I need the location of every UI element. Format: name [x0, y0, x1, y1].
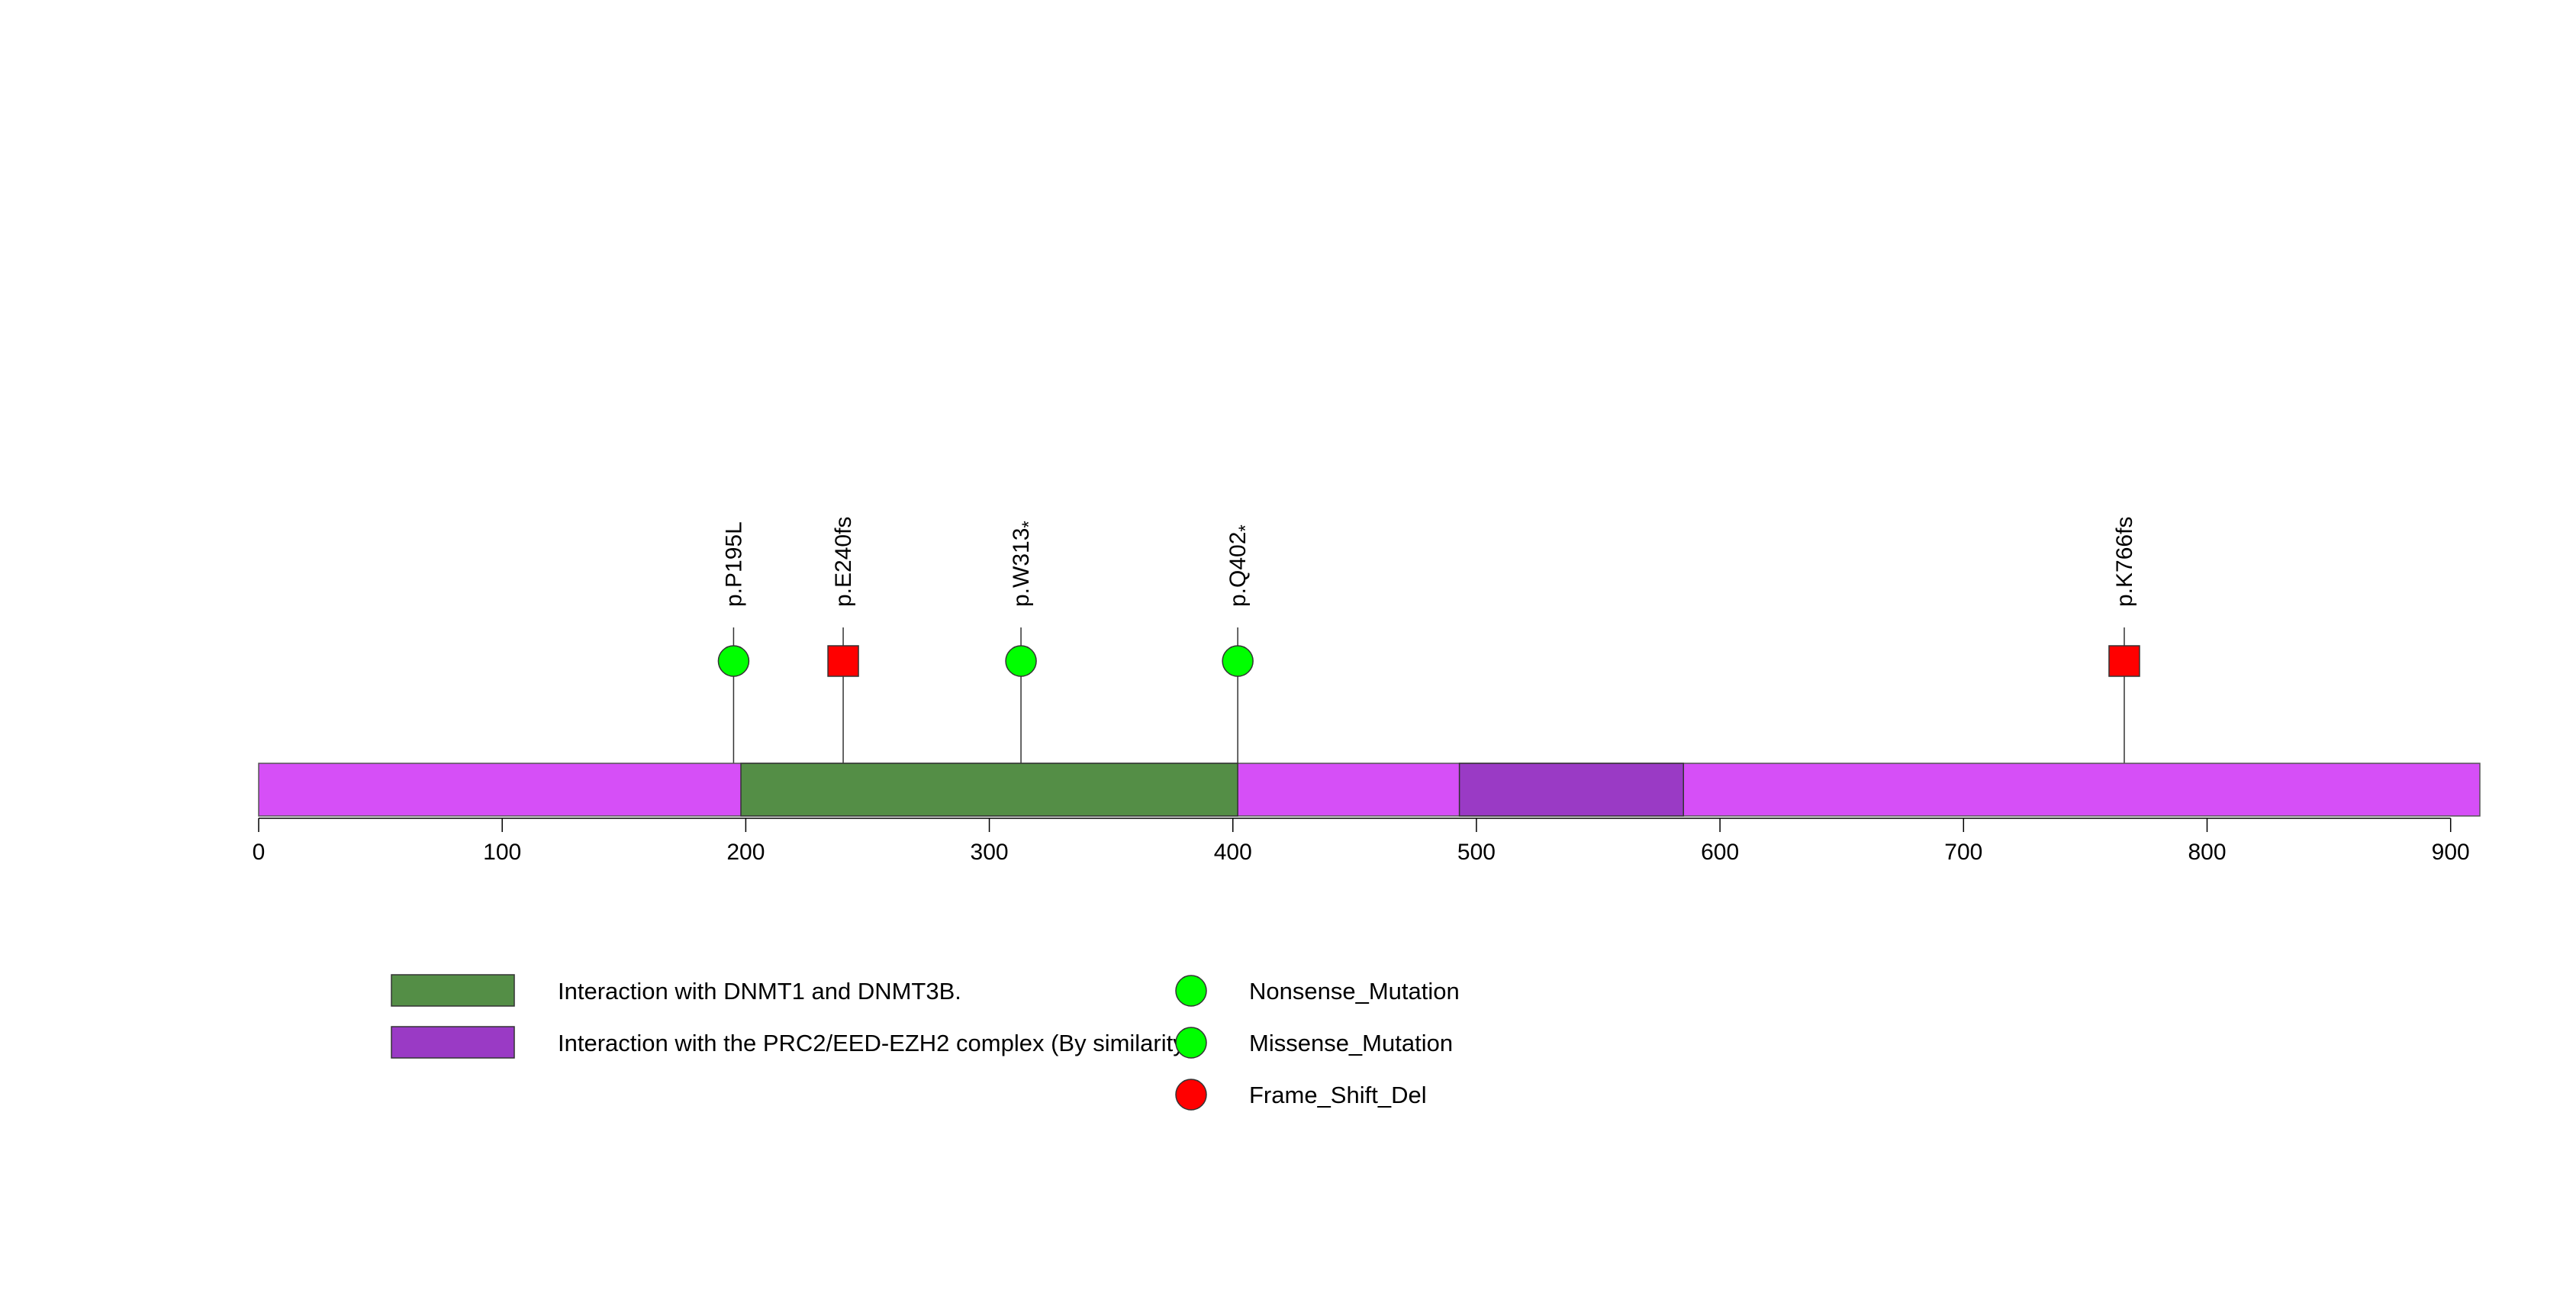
- domain-legend-swatch: [391, 1026, 515, 1059]
- x-tick-label: 200: [726, 840, 765, 865]
- x-axis: 0 100 200 300 400 500 600 700 800 900: [253, 818, 2470, 865]
- protein-backbone: [258, 763, 2481, 817]
- x-tick-label: 600: [1701, 840, 1739, 865]
- mutation-label: p.P195L: [721, 521, 746, 607]
- mutation-type-legend: Nonsense_MutationMissense_MutationFrame_…: [1175, 975, 1460, 1111]
- mutation-legend-label: Frame_Shift_Del: [1249, 1082, 1427, 1108]
- domain-1: [740, 763, 1238, 817]
- frameshift-marker: [827, 645, 859, 677]
- mutation-label: p.W313*: [1009, 521, 1039, 607]
- x-tick-label: 100: [483, 840, 521, 865]
- mutation-label: p.Q402*: [1225, 524, 1256, 607]
- protein-track: [258, 763, 2481, 817]
- x-tick-label: 800: [2188, 840, 2226, 865]
- x-tick-label: 0: [253, 840, 266, 865]
- mutation-legend-label: Missense_Mutation: [1249, 1030, 1453, 1056]
- mutation-legend-marker: [1175, 975, 1207, 1007]
- domain-legend-label: Interaction with the PRC2/EED-EZH2 compl…: [558, 1030, 1199, 1056]
- domain-legend-swatch: [391, 974, 515, 1007]
- x-tick-label: 700: [1944, 840, 1982, 865]
- domain-legend-label: Interaction with DNMT1 and DNMT3B.: [558, 978, 961, 1005]
- mutation-marker: [717, 645, 750, 677]
- mutation-markers: [717, 645, 2140, 677]
- x-tick-label: 500: [1457, 840, 1496, 865]
- mutation-label: p.K766fs: [2112, 517, 2137, 607]
- mutation-legend-marker: [1175, 1079, 1207, 1111]
- domain-2: [1458, 763, 1685, 817]
- domain-legend: Interaction with DNMT1 and DNMT3B. Intera…: [391, 974, 1199, 1059]
- mutation-legend-label: Nonsense_Mutation: [1249, 978, 1460, 1005]
- mutation-label: p.E240fs: [831, 517, 856, 607]
- mutation-labels: p.P195L p.E240fs p.W313* p.Q402* p.K766fs: [721, 517, 2137, 607]
- mutation-legend-marker: [1175, 1027, 1207, 1059]
- x-tick-label: 300: [971, 840, 1009, 865]
- mutation-marker: [1005, 645, 1037, 677]
- x-tick-label: 900: [2432, 840, 2470, 865]
- frameshift-marker: [2108, 645, 2140, 677]
- mutation-marker: [1222, 645, 1254, 677]
- x-tick-label: 400: [1214, 840, 1252, 865]
